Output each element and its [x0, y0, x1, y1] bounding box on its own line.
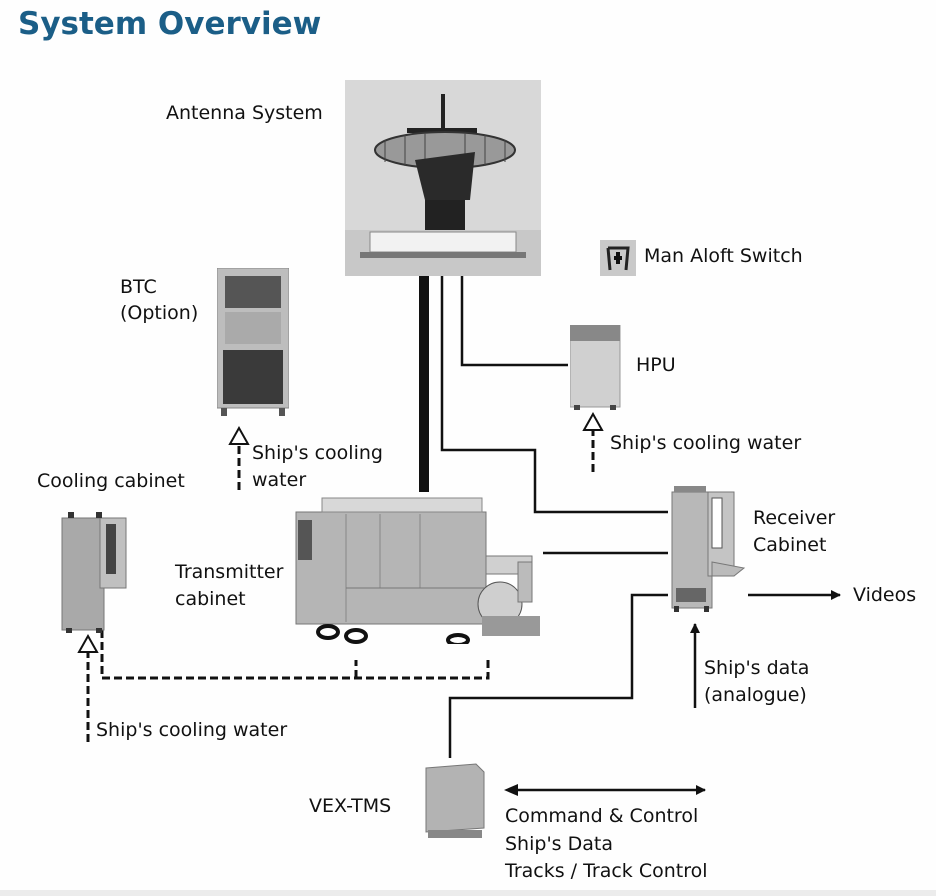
btc-cooling-label-2: water	[252, 469, 307, 491]
hpu-image	[570, 325, 621, 410]
antenna-system-label: Antenna System	[166, 102, 323, 124]
vex-receiver-line	[448, 593, 668, 758]
hpu-cooling-label: Ship's cooling water	[610, 432, 802, 454]
vex-io-arrow-left-head	[504, 784, 518, 796]
cooling-cabinet-image	[61, 512, 127, 633]
cabinet-cooling-label: Ship's cooling water	[96, 719, 288, 741]
btc-cooling-arrowhead	[228, 425, 250, 445]
vex-tms-label: VEX-TMS	[309, 795, 392, 817]
transmitter-label-2: cabinet	[175, 588, 246, 610]
antenna-system-image	[345, 80, 541, 276]
hpu-cooling-arrowhead	[582, 411, 604, 431]
hpu-label: HPU	[636, 354, 676, 376]
antenna-hpu-line	[460, 276, 568, 367]
cabinet-cooling-arrowhead	[77, 633, 99, 653]
man-aloft-switch-icon	[600, 240, 636, 276]
ships-data-label-2: (analogue)	[704, 684, 807, 706]
receiver-label: Receiver	[753, 507, 836, 529]
vex-tms-image	[425, 763, 485, 838]
receiver-label-2: Cabinet	[753, 534, 827, 556]
vex-io-label-1: Command & Control	[505, 805, 699, 827]
btc-cabinet-image	[217, 268, 289, 416]
bottom-border	[0, 890, 936, 896]
man-aloft-switch-label: Man Aloft Switch	[644, 245, 803, 267]
transmitter-cabinet-image	[295, 497, 540, 644]
btc-label: BTC	[120, 276, 157, 298]
antenna-receiver-line	[440, 276, 668, 514]
page-title: System Overview	[18, 6, 322, 42]
ships-data-label: Ship's data	[704, 657, 810, 679]
vex-io-label-3: Tracks / Track Control	[505, 860, 708, 882]
vex-io-label-2: Ship's Data	[505, 833, 613, 855]
transmitter-label: Transmitter	[175, 561, 284, 583]
cooling-cabinet-label: Cooling cabinet	[37, 470, 185, 492]
cooling-loop-line	[100, 630, 490, 680]
receiver-cabinet-image	[671, 486, 746, 612]
btc-cooling-label: Ship's cooling	[252, 442, 383, 464]
btc-option-label: (Option)	[120, 302, 199, 324]
videos-label: Videos	[853, 584, 917, 606]
waveguide-line	[419, 276, 429, 492]
